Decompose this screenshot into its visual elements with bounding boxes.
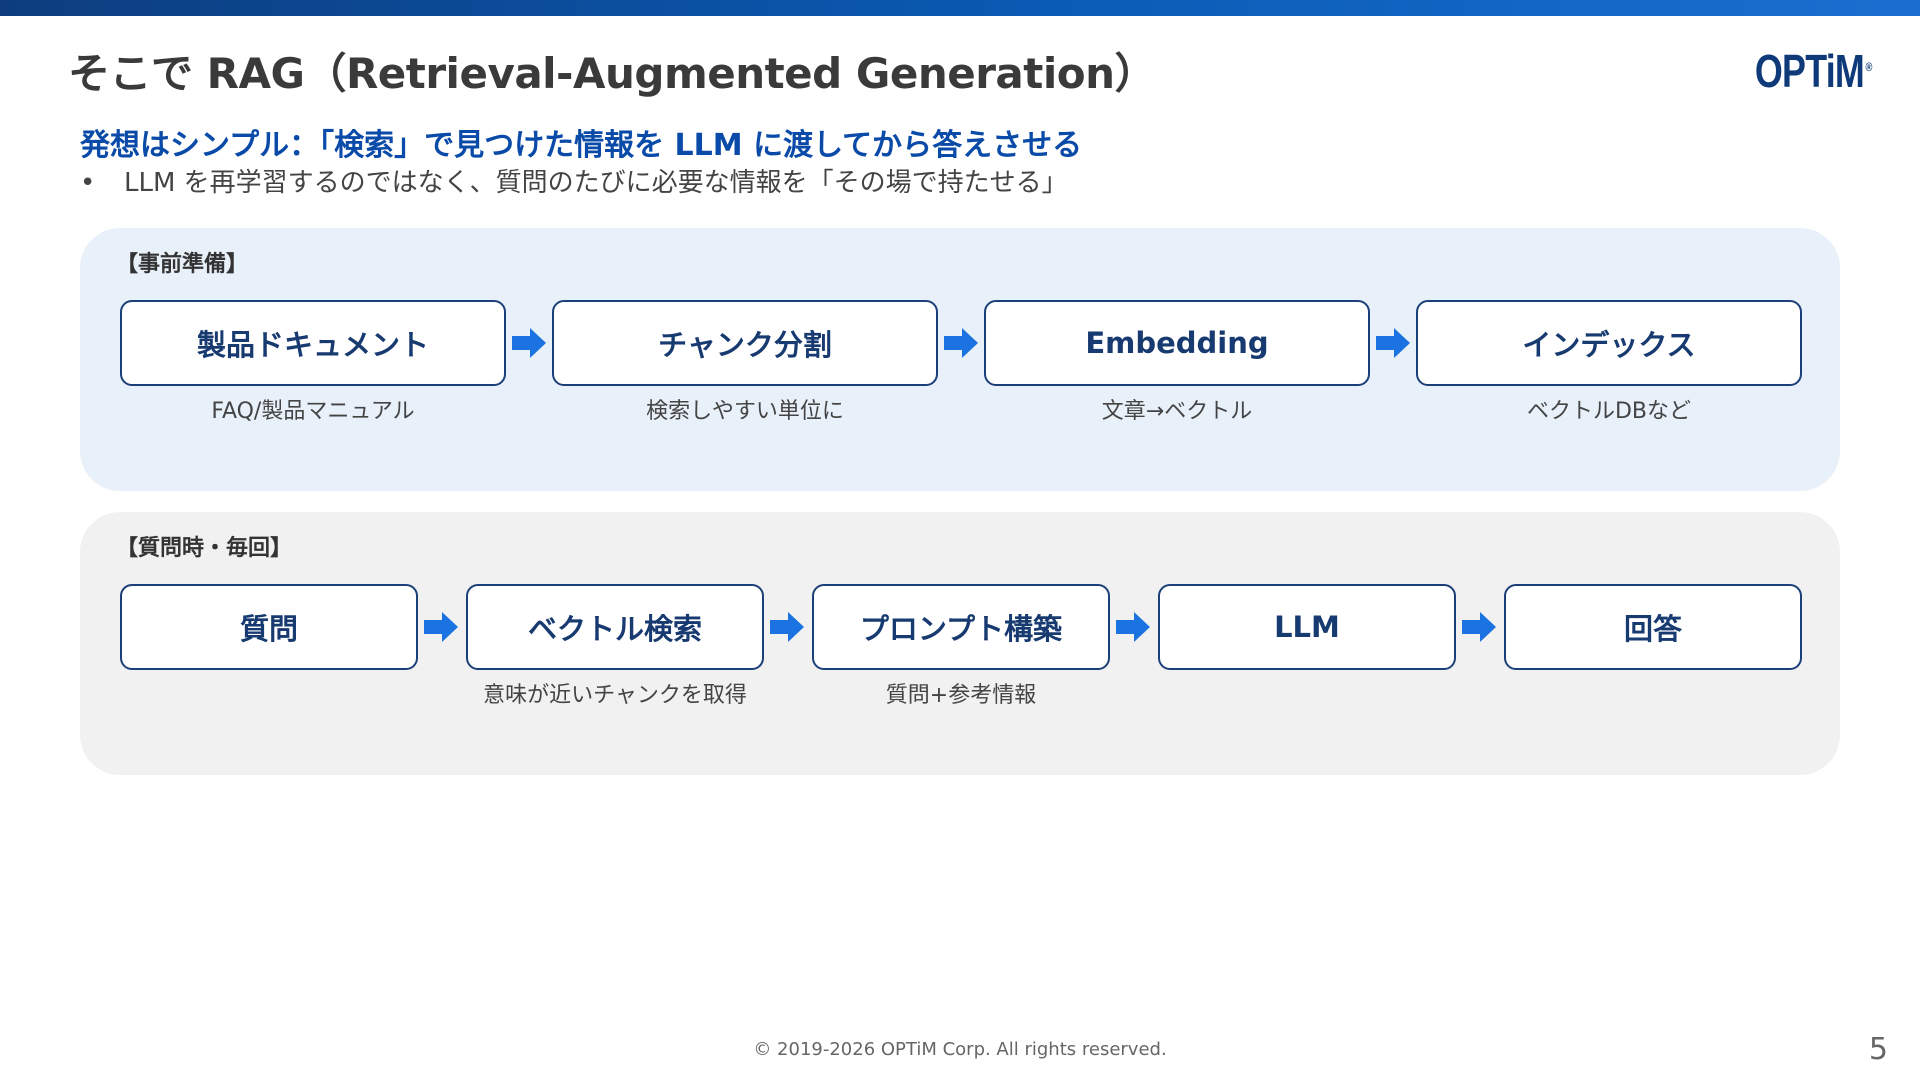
bullet-item: • LLM を再学習するのではなく、質問のたびに必要な情報を「その場で持たせる」 [80, 162, 1068, 199]
prep-step-chunking: チャンク分割 [552, 300, 938, 386]
prep-step-caption: ベクトルDBなど [1526, 399, 1692, 424]
prep-step-caption: 文章→ベクトル [1101, 399, 1253, 424]
right-arrow-icon [770, 612, 804, 642]
right-arrow-icon [1116, 612, 1150, 642]
query-step-caption: 質問+参考情報 [885, 683, 1037, 708]
prep-step-documents: 製品ドキュメント [120, 300, 506, 386]
prep-step-embedding: Embedding [984, 300, 1370, 386]
bullet-text: LLM を再学習するのではなく、質問のたびに必要な情報を「その場で持たせる」 [124, 168, 1068, 198]
query-step-prompt-build: プロンプト構築 [812, 584, 1110, 670]
prep-step-caption: 検索しやすい単位に [646, 399, 844, 424]
headline: 発想はシンプル：「検索」で見つけた情報を LLM に渡してから答えさせる [80, 128, 1083, 163]
prep-panel: 【事前準備】 製品ドキュメント チャンク分割 Embedding インデックス … [80, 228, 1840, 491]
query-step-llm: LLM [1158, 584, 1456, 670]
optim-logo: OPTiM® [1755, 44, 1873, 98]
right-arrow-icon [424, 612, 458, 642]
copyright-footer: © 2019-2026 OPTiM Corp. All rights reser… [753, 1039, 1167, 1060]
query-step-vector-search: ベクトル検索 [466, 584, 764, 670]
query-panel: 【質問時・毎回】 質問 ベクトル検索 プロンプト構築 LLM 回答 意味が近いチ… [80, 512, 1840, 775]
registered-mark: ® [1865, 59, 1873, 74]
prep-panel-label: 【事前準備】 [116, 252, 249, 277]
prep-step-index: インデックス [1416, 300, 1802, 386]
page-number: 5 [1868, 1032, 1888, 1067]
right-arrow-icon [512, 328, 546, 358]
right-arrow-icon [944, 328, 978, 358]
slide-title: そこで RAG（Retrieval-Augmented Generation） [68, 49, 1156, 98]
query-step-caption: 意味が近いチャンクを取得 [483, 683, 747, 708]
logo-text: OPTiM [1755, 45, 1865, 97]
bullet-marker: • [80, 168, 96, 198]
right-arrow-icon [1376, 328, 1410, 358]
query-step-answer: 回答 [1504, 584, 1802, 670]
query-panel-label: 【質問時・毎回】 [116, 536, 293, 561]
top-accent-bar [0, 0, 1920, 16]
query-step-question: 質問 [120, 584, 418, 670]
right-arrow-icon [1462, 612, 1496, 642]
prep-step-caption: FAQ/製品マニュアル [211, 399, 415, 424]
